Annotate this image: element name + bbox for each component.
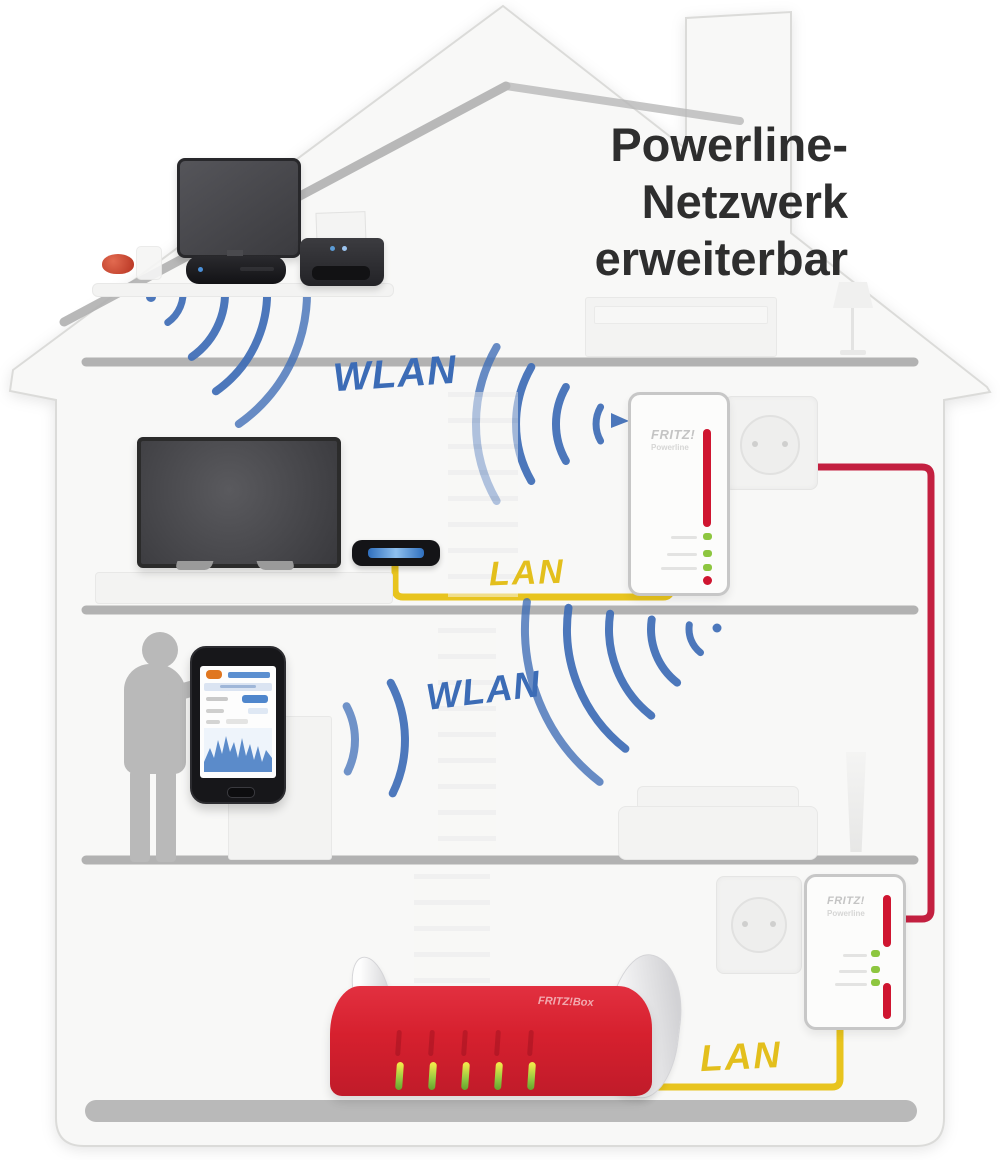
person-leg [130,770,150,862]
smartphone-screen [200,666,276,778]
lan-label-bottom: LAN [698,1033,784,1080]
adapter-led-label [667,553,697,556]
router-led-green [395,1061,404,1091]
wlan-label-attic: WLAN [331,347,459,401]
adapter-led-label [671,536,697,539]
tv-foot [256,561,296,570]
tv [137,437,341,568]
adapter-led-label [843,954,867,957]
app-row-value [226,719,248,724]
router-led-green [461,1061,470,1091]
app-row-label [206,709,224,713]
smartphone [190,646,286,804]
adapter-red-stripe [883,895,891,947]
app-logo-icon [206,670,222,679]
lan-cable-bottom [644,1020,844,1091]
media-box [352,540,440,566]
adapter-led-label [661,567,697,570]
router-led-slot [527,1029,534,1057]
power-led-icon [198,267,203,272]
lan-label-middle: LAN [488,552,566,594]
router-led-slot [428,1029,435,1057]
adapter-brand-label: FRITZ! [827,895,865,907]
powerline-adapter-upper: FRITZ! Powerline [628,392,730,596]
router-led-green [428,1061,437,1091]
socket-circle [740,415,800,475]
wall-outlet-middle [724,396,818,490]
adapter-led-red [703,576,712,585]
router-led-green [527,1061,536,1091]
app-row-label [206,720,220,724]
adapter-led-green [703,550,712,557]
adapter-led-green [871,950,880,957]
adapter-led-green [871,966,880,973]
router-brand-label: FRITZ!Box [537,995,594,1009]
stairs-lower-floor [438,628,496,850]
app-title-text-bar [220,685,256,688]
tv-shelf [95,572,393,604]
attic-lamp-icon [833,282,873,308]
app-row-label [206,697,228,701]
wlan-source-dot [712,623,722,633]
attic-sideboard [585,297,777,357]
title-line: Netzwerk [641,175,848,228]
home-button [227,787,255,798]
socket-hole [742,921,748,927]
router-led-slot [461,1029,468,1057]
traffic-chart [204,728,272,772]
wlan-source-arrow [611,413,629,428]
person-torso [124,664,186,774]
socket-hole [770,921,776,927]
sofa-body [618,806,818,860]
title-line: erweiterbar [594,232,848,285]
adapter-led-label [835,983,867,986]
roofline-right [502,82,744,125]
powerline-cable-red [812,463,935,923]
person-head [142,632,178,668]
app-row-button [242,695,268,703]
adapter-led-green [703,533,712,540]
media-box-display [368,548,424,558]
stairs-middle-floor [448,392,518,597]
sideboard-drawer [594,306,768,324]
adapter-model-label: Powerline [651,443,689,452]
desktop-unit [186,256,286,284]
toy-red [102,254,134,274]
socket-hole [752,441,758,447]
attic-lamp-base [840,350,866,355]
printer [300,238,384,286]
adapter-led-label [839,970,867,973]
wall-outlet-bottom [716,876,802,974]
monitor-neck [227,250,243,259]
adapter-led-green [703,564,712,571]
printer-led-icon [342,246,347,251]
title-line: Powerline- [610,118,848,171]
drive-slot [240,267,274,271]
illustration-title: Powerline- Netzwerk erweiterbar [388,116,848,287]
adapter-brand-label: FRITZ! [651,427,696,442]
powerline-adapter-lower: FRITZ! Powerline [804,874,906,1030]
printer-output-slot [312,266,370,280]
attic-lamp-pole [851,308,854,352]
socket-hole [782,441,788,447]
adapter-red-stripe [883,983,891,1019]
router-led-green [494,1061,503,1091]
socket-circle [731,897,787,953]
router-led-slot [494,1029,501,1057]
floor-vase [846,752,866,852]
adapter-red-stripe [703,429,711,527]
router-led-slot [395,1029,402,1057]
app-header-bar [228,672,270,678]
person-leg [156,770,176,862]
app-row-value [248,708,268,714]
adapter-model-label: Powerline [827,909,865,918]
wlan-arcs-lower-right [521,598,722,786]
fritzbox-router: FRITZ!Box [330,986,652,1096]
adapter-led-green [871,979,880,986]
printer-led-icon [330,246,335,251]
desktop-monitor [177,158,301,258]
bottle [136,246,162,280]
tv-foot [174,561,214,570]
